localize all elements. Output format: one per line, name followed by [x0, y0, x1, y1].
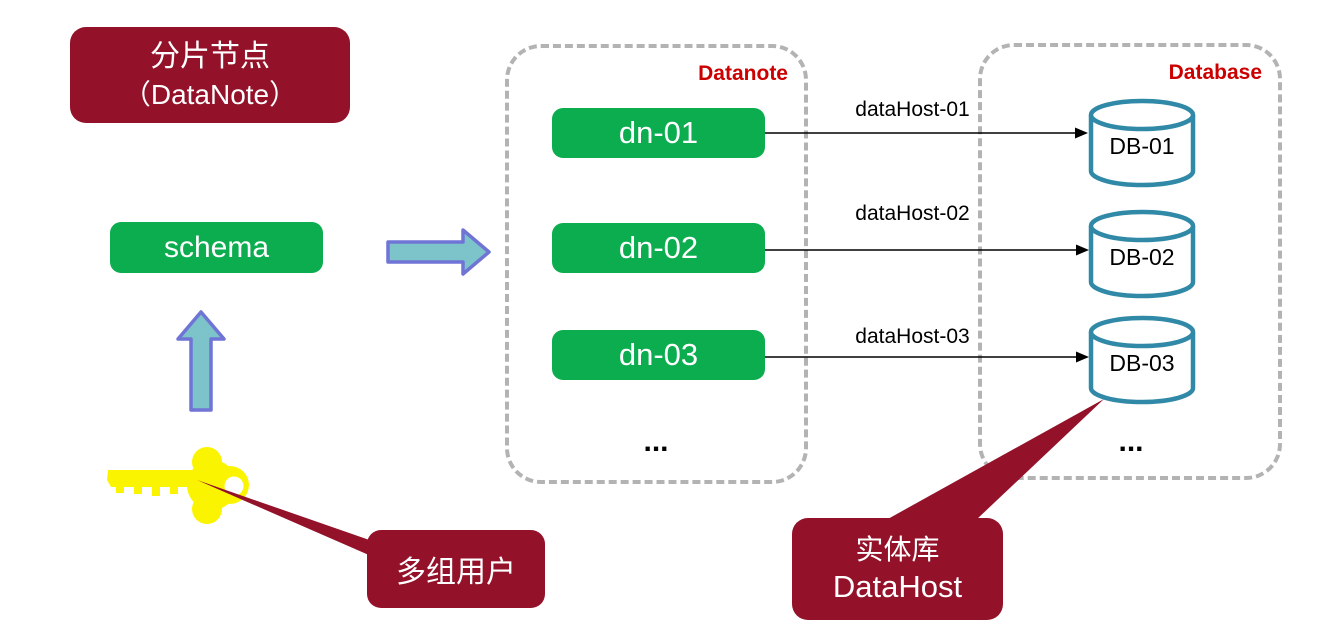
database-ellipsis: ... [1118, 425, 1144, 458]
title-box: 分片节点 （DataNote） [70, 27, 350, 123]
schema-node: schema [110, 222, 323, 273]
db-02-label: DB-02 [1109, 244, 1175, 270]
datahost-callout-line-en: DataHost [832, 569, 963, 604]
database-cylinder-db-01: DB-01 [1086, 97, 1198, 191]
database-cylinder-icon [1088, 98, 1196, 188]
datanote-group-container: Datanote [505, 44, 808, 484]
node-dn-01: dn-01 [552, 108, 765, 158]
title-line-cn: 分片节点 [150, 39, 270, 74]
key-icon [107, 447, 249, 524]
node-dn-01-label: dn-01 [618, 115, 699, 150]
db-03-label: DB-03 [1109, 350, 1175, 376]
schema-node-label: schema [163, 230, 270, 264]
connection-label-3: dataHost-03 [855, 325, 970, 348]
node-dn-02-label: dn-02 [618, 230, 699, 265]
database-cylinder-db-03: DB-03 [1086, 314, 1198, 408]
users-callout-label: 多组用户 [396, 555, 516, 590]
node-dn-03: dn-03 [552, 330, 765, 380]
title-line-en: （DataNote） [122, 79, 298, 110]
connection-label-1: dataHost-01 [855, 98, 970, 121]
users-callout-pointer [197, 480, 394, 566]
datahost-callout-line-cn: 实体库 [855, 533, 940, 566]
database-cylinder-icon [1088, 315, 1196, 405]
datanote-ellipsis: ... [643, 425, 669, 458]
connection-label-2: dataHost-02 [855, 202, 970, 225]
database-group-container: Database [978, 43, 1282, 480]
db-01-label: DB-01 [1109, 133, 1175, 159]
database-group-label: Database [1168, 61, 1262, 84]
datanote-group-label: Datanote [698, 62, 788, 85]
node-dn-03-label: dn-03 [618, 337, 699, 372]
node-dn-02: dn-02 [552, 223, 765, 273]
database-cylinder-icon [1088, 209, 1196, 299]
database-cylinder-db-02: DB-02 [1086, 208, 1198, 302]
datahost-callout-box: 实体库 DataHost [792, 518, 1003, 620]
right-arrow-icon [386, 228, 491, 276]
users-callout-box: 多组用户 [367, 530, 545, 608]
up-arrow-icon [176, 310, 226, 412]
